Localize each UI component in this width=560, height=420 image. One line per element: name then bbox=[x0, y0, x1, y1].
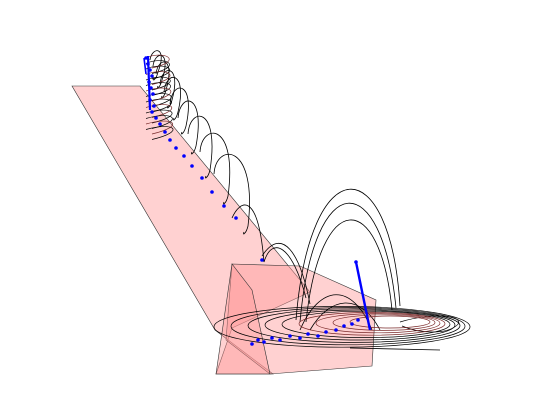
spiral-loop bbox=[247, 308, 461, 343]
trajectory-marker bbox=[151, 92, 155, 96]
floor-plane-front bbox=[215, 263, 271, 375]
inclined-plane bbox=[71, 85, 311, 375]
marker-stick bbox=[354, 261, 372, 331]
floor-marker bbox=[324, 330, 328, 334]
floor-marker bbox=[316, 334, 320, 338]
trajectory-marker bbox=[234, 216, 238, 220]
spiral-loop bbox=[315, 313, 441, 334]
trajectory-marker bbox=[150, 74, 154, 78]
trajectory-marker bbox=[158, 122, 162, 126]
floor-arc bbox=[299, 202, 397, 323]
floor-marker bbox=[278, 338, 282, 342]
spiral-loop bbox=[349, 315, 431, 329]
trajectory-marker bbox=[182, 154, 186, 158]
floor-marker bbox=[262, 340, 266, 344]
floor-arc bbox=[299, 294, 373, 331]
trajectory-loops bbox=[145, 54, 471, 348]
floor-marker bbox=[288, 334, 292, 338]
bounce-arc bbox=[213, 153, 250, 235]
trajectory-marker bbox=[222, 204, 226, 208]
spiral-loop bbox=[264, 309, 456, 341]
marker-column bbox=[143, 57, 147, 75]
trajectory-marker bbox=[190, 164, 194, 168]
trajectory-marker bbox=[260, 258, 264, 262]
floor-plane-back bbox=[225, 263, 377, 375]
floor-marker bbox=[342, 324, 346, 328]
top-coil-loop bbox=[145, 98, 172, 113]
trajectory-marker bbox=[150, 110, 154, 114]
marker-column bbox=[146, 55, 152, 111]
trajectory-marker bbox=[210, 190, 214, 194]
bounce-arc bbox=[187, 115, 213, 179]
transition-arc bbox=[231, 204, 307, 299]
trajectory-marker bbox=[174, 146, 178, 150]
floor-arc bbox=[305, 219, 393, 323]
floor-arc bbox=[295, 188, 401, 321]
trajectory-marker bbox=[163, 130, 167, 134]
blue-markers bbox=[143, 55, 372, 346]
trajectory-marker bbox=[152, 104, 156, 108]
floor-marker bbox=[334, 328, 338, 332]
bounce-arc bbox=[159, 70, 176, 109]
floor-marker bbox=[356, 318, 360, 322]
top-coil-loop bbox=[145, 126, 174, 140]
top-coil-loop bbox=[145, 76, 171, 91]
floor-marker bbox=[298, 336, 302, 340]
bounce-arc bbox=[199, 132, 230, 205]
spiral-loop bbox=[230, 307, 466, 346]
bounce-arc bbox=[177, 100, 199, 155]
stick-top-marker bbox=[354, 260, 358, 264]
bounce-arc bbox=[169, 87, 189, 135]
floor-marker bbox=[270, 336, 274, 340]
floor-arc bbox=[309, 302, 381, 331]
floor-marker bbox=[350, 322, 354, 326]
top-coil-loop bbox=[145, 120, 174, 135]
trajectory-curves bbox=[149, 50, 459, 351]
bounce-arc bbox=[163, 77, 181, 121]
floor-marker bbox=[306, 332, 310, 336]
floor-marker bbox=[256, 338, 260, 342]
trajectory-marker bbox=[200, 176, 204, 180]
trajectory-marker bbox=[144, 56, 148, 60]
spiral-loop bbox=[298, 312, 446, 336]
transition-arc bbox=[261, 242, 311, 305]
spiral-loop bbox=[332, 314, 436, 331]
floor-plane-group bbox=[215, 263, 377, 375]
inclined-plane-group bbox=[71, 85, 311, 375]
floor-trail-line bbox=[349, 347, 441, 351]
floor-marker bbox=[250, 342, 254, 346]
top-coil-loop bbox=[145, 115, 173, 129]
spiral-loop bbox=[213, 306, 471, 348]
trajectory-marker bbox=[154, 116, 158, 120]
trajectory-marker bbox=[168, 138, 172, 142]
top-coil-loop bbox=[145, 82, 171, 96]
